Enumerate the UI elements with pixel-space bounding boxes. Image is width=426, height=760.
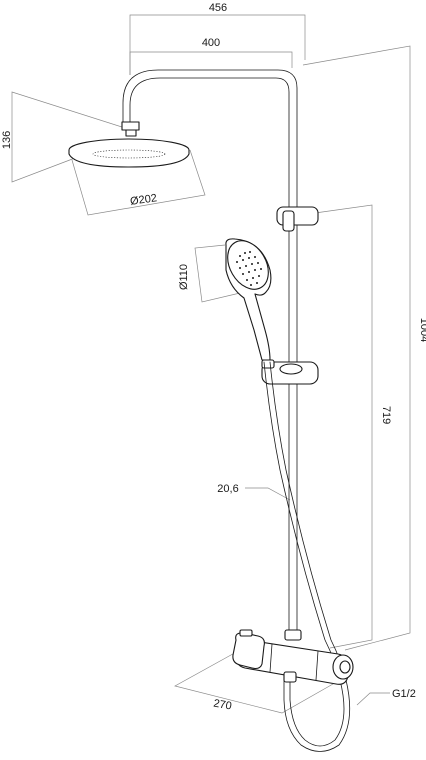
label-valve-depth: 270 xyxy=(212,698,232,713)
head-nozzle-ring xyxy=(92,149,166,159)
thermostatic-mixer xyxy=(232,629,354,685)
mixer-left-handle-lever xyxy=(239,629,253,637)
overhead-arm-outer xyxy=(122,69,298,216)
rail-to-mixer-coupling xyxy=(284,629,302,641)
label-rail-diameter: 20,6 xyxy=(217,483,238,495)
slider-knob xyxy=(279,363,303,375)
dim-456-bracket xyxy=(129,14,306,75)
label-overall-reach: 456 xyxy=(209,2,227,14)
dim-20-6-leader xyxy=(245,487,291,501)
overhead-arm-inner xyxy=(129,77,290,216)
hose-outer xyxy=(263,361,345,747)
dim-136-bracket xyxy=(11,91,126,183)
hand-shower-slider xyxy=(261,359,319,385)
dim-g12-leader xyxy=(356,692,390,706)
label-handset-diameter: Ø110 xyxy=(178,264,190,290)
mixer-groove-2 xyxy=(315,650,319,681)
head-swivel xyxy=(125,129,137,137)
label-slider-height: 719 xyxy=(380,406,392,424)
label-head-height: 136 xyxy=(1,131,13,149)
head-disk-rim xyxy=(68,149,190,168)
dim-400-bracket xyxy=(129,51,293,75)
label-total-height: 1004 xyxy=(418,318,426,342)
shower-hose xyxy=(263,361,351,752)
mixer-groove-1 xyxy=(269,643,273,673)
overhead-shower xyxy=(68,69,298,216)
hose-inner xyxy=(269,361,351,752)
label-inlet-thread: G1/2 xyxy=(392,688,416,700)
riser-rail xyxy=(288,214,298,633)
upper-bracket-collar xyxy=(282,210,295,232)
dimension-labels: 456 400 136 Ø202 Ø110 1004 719 20,6 270 … xyxy=(1,2,426,713)
dimension-lines xyxy=(11,14,411,714)
upper-rail-bracket xyxy=(276,206,319,232)
mixer-right-handle-cap xyxy=(339,660,351,674)
mixer-left-handle xyxy=(232,632,265,670)
dim-270-bracket xyxy=(174,649,341,714)
dim-1004-bracket xyxy=(302,45,411,651)
dim-202-bracket xyxy=(71,149,206,216)
dim-110-bracket xyxy=(194,244,241,303)
hand-shower-face xyxy=(227,240,269,290)
slider-holder-cup xyxy=(261,359,275,369)
label-head-diameter: Ø202 xyxy=(129,192,157,208)
hand-shower xyxy=(225,238,272,361)
head-connector-nut xyxy=(121,121,140,131)
label-arm-reach: 400 xyxy=(202,37,220,49)
hose-outlet xyxy=(283,671,297,683)
hand-shower-nozzles xyxy=(236,251,262,286)
dim-719-bracket xyxy=(314,204,373,649)
